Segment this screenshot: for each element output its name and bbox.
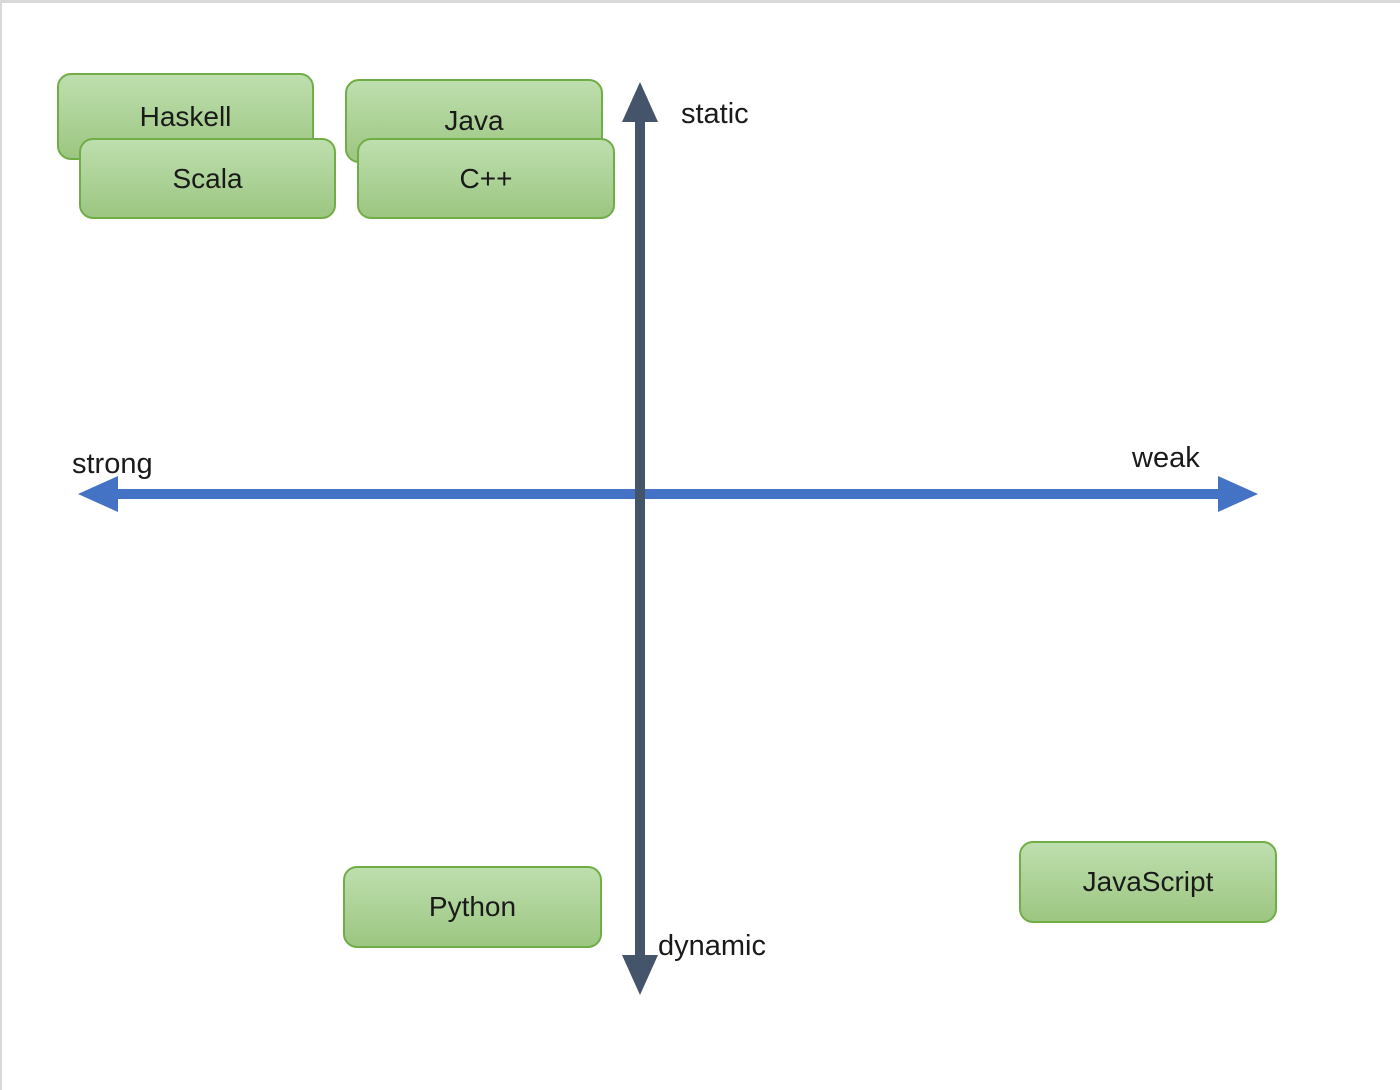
window-edge-left <box>0 0 2 1090</box>
node-cpp: C++ <box>357 138 615 219</box>
node-label: Haskell <box>139 100 232 132</box>
arrowhead-right-icon <box>1218 476 1258 512</box>
window-edge-top <box>0 0 1400 3</box>
node-javascript: JavaScript <box>1019 841 1277 923</box>
node-label: JavaScript <box>1082 866 1214 897</box>
axis-label-strong: strong <box>72 448 153 480</box>
node-label: Java <box>444 105 504 136</box>
node-python: Python <box>343 866 602 948</box>
node-label: Scala <box>172 162 243 194</box>
arrowhead-left-icon <box>78 476 118 512</box>
axis-label-static: static <box>681 98 749 130</box>
node-label: C++ <box>459 162 513 194</box>
axis-label-weak: weak <box>1132 442 1200 474</box>
axis-label-dynamic: dynamic <box>658 930 766 962</box>
node-scala: Scala <box>79 138 336 219</box>
arrowhead-down-icon <box>622 955 658 995</box>
arrowhead-up-icon <box>622 82 658 122</box>
node-label: Python <box>428 891 517 922</box>
